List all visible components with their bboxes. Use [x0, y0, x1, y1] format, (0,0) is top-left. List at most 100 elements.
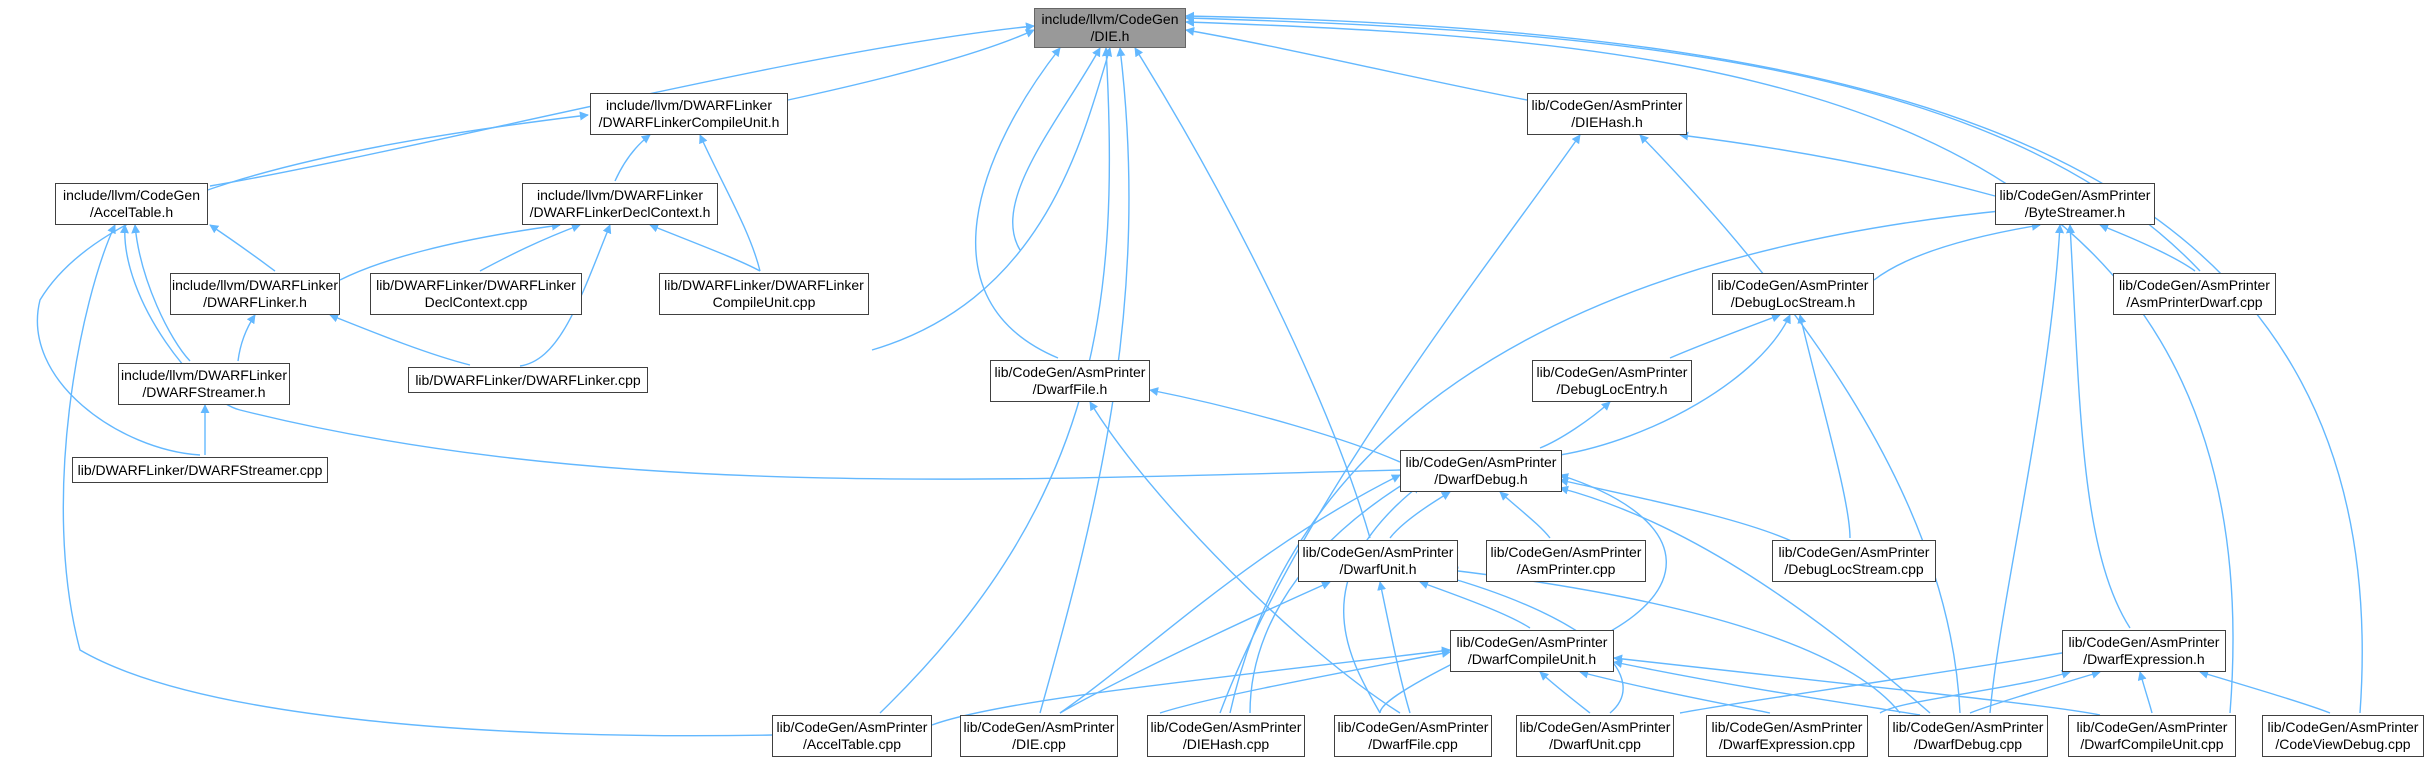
node-line2: /DWARFLinkerDeclContext.h: [529, 204, 711, 220]
node-asmprinter-cpp[interactable]: lib/CodeGen/AsmPrinter /AsmPrinter.cpp: [1486, 540, 1646, 582]
node-line1: lib/CodeGen/AsmPrinter: [963, 719, 1115, 735]
dependency-edge: [1419, 580, 1531, 629]
dependency-edge: [2065, 224, 2131, 629]
dependency-edge: [237, 314, 256, 362]
dependency-edge: [1579, 669, 1771, 714]
dependency-edge: [209, 224, 276, 272]
node-dwarfcompileunit-h[interactable]: lib/CodeGen/AsmPrinter /DwarfCompileUnit…: [1450, 630, 1614, 672]
node-diehash-h[interactable]: lib/CodeGen/AsmPrinter /DIEHash.h: [1527, 93, 1687, 135]
node-debuglocentry-h[interactable]: lib/CodeGen/AsmPrinter /DebugLocEntry.h: [1532, 360, 1692, 402]
dependency-edge: [1679, 646, 2081, 714]
node-dwarfunit-h[interactable]: lib/CodeGen/AsmPrinter /DwarfUnit.h: [1298, 540, 1458, 582]
node-line1: lib/CodeGen/AsmPrinter: [1536, 364, 1688, 380]
node-dwarfexpression-cpp[interactable]: lib/CodeGen/AsmPrinter /DwarfExpression.…: [1706, 715, 1868, 757]
node-line2: /DIEHash.cpp: [1182, 736, 1270, 752]
dependency-edge: [1539, 671, 1591, 714]
node-line1: lib/CodeGen/AsmPrinter: [1999, 187, 2151, 203]
dependency-edge: [1873, 221, 2041, 281]
node-line1: lib/CodeGen/AsmPrinter: [1778, 544, 1930, 560]
dependency-edge: [1669, 313, 1781, 359]
dependency-edge: [1343, 484, 1421, 714]
dependency-edge: [649, 223, 761, 272]
node-dwarfcompileunit-cpp[interactable]: lib/CodeGen/AsmPrinter /DwarfCompileUnit…: [2068, 715, 2236, 757]
node-line2: /DwarfCompileUnit.cpp: [2080, 736, 2224, 752]
node-line1: lib/CodeGen/AsmPrinter: [1405, 454, 1557, 470]
node-dwarflinker-h[interactable]: include/llvm/DWARFLinker /DWARFLinker.h: [170, 273, 340, 315]
node-acceltable-cpp[interactable]: lib/CodeGen/AsmPrinter /AccelTable.cpp: [772, 715, 932, 757]
node-line1: lib/DWARFLinker/DWARFLinker: [376, 277, 576, 293]
node-line1: lib/CodeGen/AsmPrinter: [1490, 544, 1642, 560]
dependency-edge: [1613, 654, 2101, 716]
node-line1: lib/CodeGen/AsmPrinter: [2267, 719, 2419, 735]
dependency-edge: [1149, 387, 1401, 463]
node-bytestreamer-h[interactable]: lib/CodeGen/AsmPrinter /ByteStreamer.h: [1995, 183, 2155, 225]
node-dwarfdebug-cpp[interactable]: lib/CodeGen/AsmPrinter /DwarfDebug.cpp: [1888, 715, 2048, 757]
node-line2: /DebugLocEntry.h: [1556, 381, 1668, 397]
node-line1: include/llvm/DWARFLinker: [121, 367, 287, 383]
dependency-edge: [1379, 659, 1461, 714]
node-codeviewdebug-cpp[interactable]: lib/CodeGen/AsmPrinter /CodeViewDebug.cp…: [2262, 715, 2424, 757]
node-line1: lib/CodeGen/AsmPrinter: [1456, 634, 1608, 650]
dependency-edge: [131, 224, 191, 362]
dependency-edge: [1059, 581, 1331, 714]
dependency-edge: [119, 224, 1401, 480]
dependency-edge: [1499, 491, 1551, 539]
node-line1: lib/CodeGen/AsmPrinter: [994, 364, 1146, 380]
node-line2: CompileUnit.cpp: [712, 294, 816, 310]
dependency-edge: [1159, 649, 1451, 714]
node-line1: lib/CodeGen/AsmPrinter: [2076, 719, 2228, 735]
node-dwarflinker-declcontext-h[interactable]: include/llvm/DWARFLinker /DWARFLinkerDec…: [522, 183, 718, 225]
node-asmprinterdwarf-cpp[interactable]: lib/CodeGen/AsmPrinter /AsmPrinterDwarf.…: [2113, 273, 2276, 315]
node-line2: /AccelTable.h: [89, 204, 174, 220]
node-die-h[interactable]: include/llvm/CodeGen /DIE.h: [1034, 8, 1186, 48]
node-line2: /DwarfFile.h: [1032, 381, 1108, 397]
node-line2: /DIE.cpp: [1012, 736, 1066, 752]
node-dwarfdebug-h[interactable]: lib/CodeGen/AsmPrinter /DwarfDebug.h: [1400, 450, 1562, 492]
node-debuglocstream-h[interactable]: lib/CodeGen/AsmPrinter /DebugLocStream.h: [1712, 273, 1874, 315]
node-line2: /DwarfUnit.cpp: [1549, 736, 1641, 752]
node-line1: lib/CodeGen/AsmPrinter: [776, 719, 928, 735]
node-dwarfstreamer-h[interactable]: include/llvm/DWARFLinker /DWARFStreamer.…: [118, 363, 290, 405]
node-line2: /AccelTable.cpp: [802, 736, 902, 752]
node-dwarfstreamer-cpp[interactable]: lib/DWARFLinker/DWARFStreamer.cpp: [72, 457, 328, 483]
node-line2: /DWARFStreamer.h: [142, 384, 266, 400]
node-line2: /DIEHash.h: [1571, 114, 1643, 130]
dependency-edge: [1012, 47, 1101, 251]
dependency-edge: [1797, 314, 1851, 539]
dependency-edge: [1185, 11, 2363, 714]
node-dwarflinker-compileunit-h[interactable]: include/llvm/DWARFLinker /DWARFLinkerCom…: [590, 93, 788, 135]
dependency-edge: [931, 646, 1451, 726]
dependency-edge: [1559, 314, 1791, 456]
node-dwarflinker-cpp[interactable]: lib/DWARFLinker/DWARFLinker.cpp: [408, 367, 648, 393]
node-line1: include/llvm/CodeGen: [1041, 11, 1179, 27]
dependency-edge: [1389, 491, 1451, 539]
dependency-edge: [1969, 670, 2101, 714]
dependency-edge: [1089, 401, 1401, 714]
node-dwarffile-h[interactable]: lib/CodeGen/AsmPrinter /DwarfFile.h: [990, 360, 1150, 402]
node-dwarfexpression-h[interactable]: lib/CodeGen/AsmPrinter /DwarfExpression.…: [2062, 630, 2226, 672]
node-line2: /DwarfCompileUnit.h: [1467, 651, 1597, 667]
dependency-edge: [1059, 474, 1401, 714]
node-debuglocstream-cpp[interactable]: lib/CodeGen/AsmPrinter /DebugLocStream.c…: [1772, 540, 1936, 582]
dependency-edge: [519, 224, 612, 367]
node-dwarffile-cpp[interactable]: lib/CodeGen/AsmPrinter /DwarfFile.cpp: [1334, 715, 1492, 757]
dependency-edge: [1185, 17, 2234, 714]
node-acceltable-h[interactable]: include/llvm/CodeGen /AccelTable.h: [55, 183, 208, 225]
node-diehash-cpp[interactable]: lib/CodeGen/AsmPrinter /DIEHash.cpp: [1147, 715, 1305, 757]
node-dwarflinker-declcontext-cpp[interactable]: lib/DWARFLinker/DWARFLinker DeclContext.…: [370, 273, 582, 315]
dependency-edge: [1639, 134, 1961, 714]
node-dwarfunit-cpp[interactable]: lib/CodeGen/AsmPrinter /DwarfUnit.cpp: [1516, 715, 1674, 757]
dependency-edge: [1185, 26, 1528, 101]
node-die-cpp[interactable]: lib/CodeGen/AsmPrinter /DIE.cpp: [960, 715, 1118, 757]
node-line2: /DWARFLinkerCompileUnit.h: [598, 114, 780, 130]
node-line1: include/llvm/DWARFLinker: [172, 277, 338, 293]
dependency-edge: [36, 111, 589, 456]
node-line1: include/llvm/DWARFLinker: [537, 187, 703, 203]
dependency-edge: [871, 47, 1113, 351]
node-line1: lib/DWARFLinker/DWARFLinker: [664, 277, 864, 293]
dependency-edge: [2137, 671, 2153, 714]
dependency-edge: [1377, 581, 1411, 714]
node-dwarflinker-compileunit-cpp[interactable]: lib/DWARFLinker/DWARFLinker CompileUnit.…: [659, 273, 869, 315]
node-line2: /DwarfExpression.cpp: [1718, 736, 1856, 752]
dependency-edge: [1539, 401, 1611, 449]
